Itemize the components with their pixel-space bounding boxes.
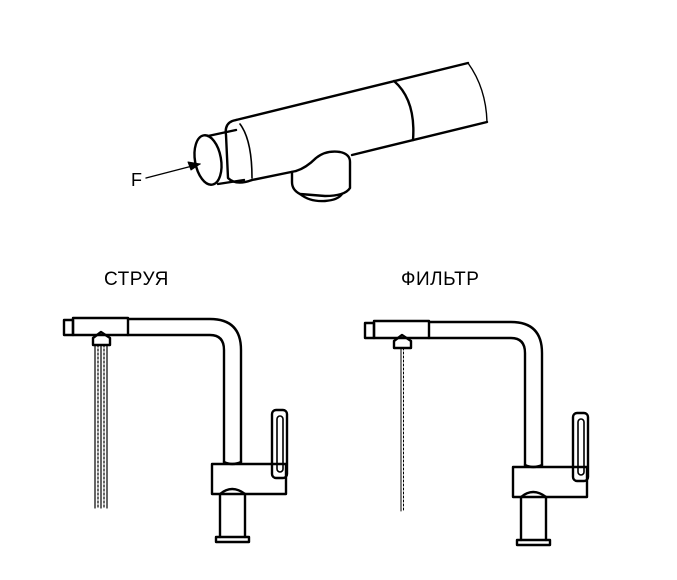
mode-label-filter: ФИЛЬТР: [401, 269, 480, 290]
force-arrow: [145, 161, 201, 179]
mode-label-jet: СТРУЯ: [104, 269, 169, 290]
jet-stream: [94, 344, 108, 509]
faucet-jet: [62, 316, 289, 544]
detail-label-f: F: [131, 170, 143, 190]
filter-stream: [400, 347, 404, 512]
spray-head-detail: [145, 61, 489, 203]
faucet-filter: [363, 319, 590, 547]
